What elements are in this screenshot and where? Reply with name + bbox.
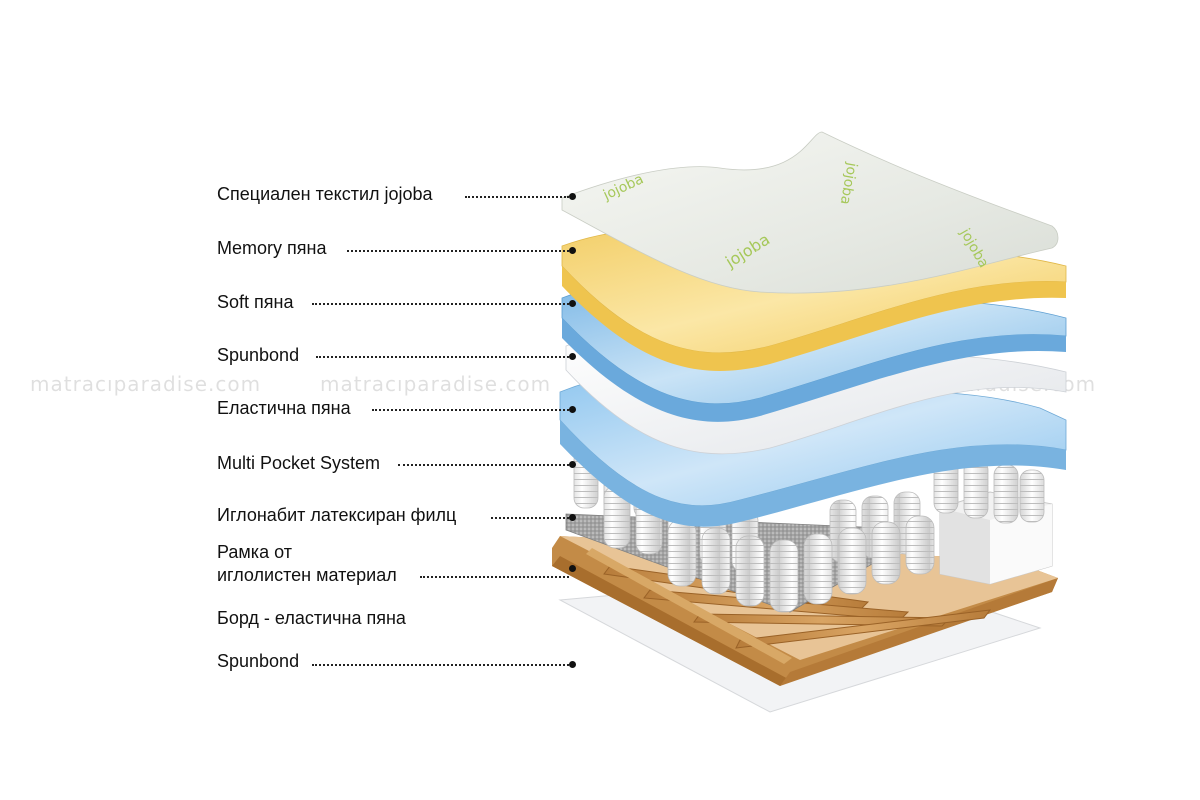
leader-dot bbox=[569, 353, 576, 360]
label-border-foam: Борд - еластична пяна bbox=[217, 608, 406, 628]
leader-line bbox=[316, 356, 569, 358]
jojoba-brand-text: jojoba bbox=[837, 160, 860, 206]
leader-dot bbox=[569, 247, 576, 254]
label-soft-foam: Soft пяна bbox=[217, 292, 294, 312]
label-spunbond-bottom: Spunbond bbox=[217, 651, 300, 671]
watermark-text: matracıparadise.com bbox=[320, 372, 552, 396]
watermark-text: matracıparadise.com bbox=[30, 372, 262, 396]
jojoba-textile-layer bbox=[561, 131, 1059, 294]
label-memory-foam: Memory пяна bbox=[217, 238, 327, 258]
leader-line bbox=[372, 409, 569, 411]
label-spunbond-top: Spunbond bbox=[217, 345, 300, 365]
leader-line bbox=[420, 576, 569, 578]
leader-line bbox=[465, 196, 569, 198]
leader-dot bbox=[569, 661, 576, 668]
leader-dot bbox=[569, 565, 576, 572]
label-frame-line1: Рамка от bbox=[217, 542, 292, 562]
label-elastic-foam: Еластична пяна bbox=[217, 398, 351, 418]
label-jojoba-textile: Специален текстил jojoba bbox=[217, 184, 433, 204]
label-multi-pocket-system: Multi Pocket System bbox=[217, 453, 381, 473]
leader-dot bbox=[569, 461, 576, 468]
leader-line bbox=[312, 664, 569, 666]
leader-line bbox=[312, 303, 569, 305]
leader-line bbox=[398, 464, 569, 466]
leader-line bbox=[491, 517, 569, 519]
leader-dot bbox=[569, 300, 576, 307]
label-frame-line2: иглолистен материал bbox=[217, 565, 397, 585]
leader-line bbox=[347, 250, 569, 252]
leader-dot bbox=[569, 514, 576, 521]
label-felt: Иглонабит латексиран филц bbox=[217, 505, 457, 525]
leader-dot bbox=[569, 406, 576, 413]
leader-dot bbox=[569, 193, 576, 200]
